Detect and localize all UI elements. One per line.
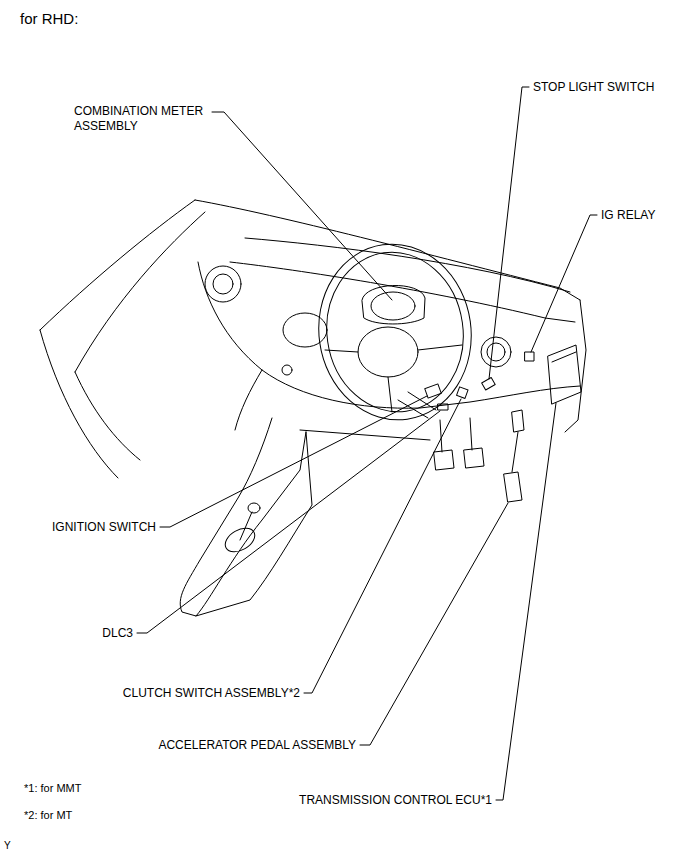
- steering-spoke: [325, 345, 462, 412]
- brake-pedal: [464, 418, 484, 468]
- steering-wheel-inner: [317, 243, 474, 420]
- part-label: TRANSMISSION CONTROL ECU*1: [299, 793, 492, 808]
- diagram-title: for RHD:: [20, 10, 78, 28]
- steering-hub: [358, 327, 418, 377]
- accelerator-pedal-assembly: [504, 410, 524, 502]
- right-vent: [481, 337, 511, 367]
- center-vent: [283, 313, 327, 347]
- left-vent: [205, 266, 241, 302]
- part-label: ACCELERATOR PEDAL ASSEMBLY: [158, 738, 356, 753]
- clutch-switch: [457, 387, 469, 399]
- a-pillar-inner: [75, 212, 205, 372]
- floor-line: [300, 430, 430, 440]
- leader-line: [160, 396, 427, 527]
- transmission-control-ecu: [548, 345, 581, 404]
- part-label: STOP LIGHT SWITCH: [533, 80, 654, 95]
- left-vent-inner: [213, 274, 233, 294]
- part-label: IG RELAY: [601, 208, 655, 223]
- part-label: IGNITION SWITCH: [52, 520, 156, 535]
- footnote: Y: [4, 838, 11, 853]
- footnote: *1: for MMT: [24, 781, 81, 796]
- part-label: CLUTCH SWITCH ASSEMBLY*2: [123, 686, 300, 701]
- ig-relay: [525, 352, 534, 361]
- meter-hood: [362, 285, 425, 324]
- leader-line: [489, 87, 529, 379]
- dash-ridge: [230, 262, 575, 322]
- console-side: [196, 432, 312, 616]
- clutch-pedal: [434, 420, 454, 470]
- meter-dial: [371, 292, 415, 320]
- footnote: *2: for MT: [24, 808, 72, 823]
- dlc3: [438, 404, 448, 410]
- stop-light-switch: [482, 378, 496, 390]
- dashboard-lower: [235, 370, 262, 430]
- steering-wheel-outer: [307, 234, 482, 429]
- center-console: [180, 418, 306, 616]
- dash-knob: [282, 365, 292, 375]
- leader-line: [212, 112, 392, 300]
- leader-line: [360, 503, 508, 745]
- a-pillar: [40, 200, 195, 330]
- door-line: [40, 330, 118, 478]
- leader-line: [304, 399, 461, 693]
- part-label: DLC3: [102, 626, 133, 641]
- leader-line: [137, 411, 440, 633]
- shift-knob: [248, 503, 260, 513]
- right-vent-inner: [487, 343, 505, 361]
- door-line-inner: [75, 372, 140, 460]
- side-panel: [565, 300, 586, 432]
- leader-line: [531, 215, 597, 352]
- steering-column: [398, 392, 436, 418]
- part-label: COMBINATION METER ASSEMBLY: [74, 104, 219, 134]
- leader-line: [496, 403, 556, 800]
- shift-lever: [240, 512, 252, 540]
